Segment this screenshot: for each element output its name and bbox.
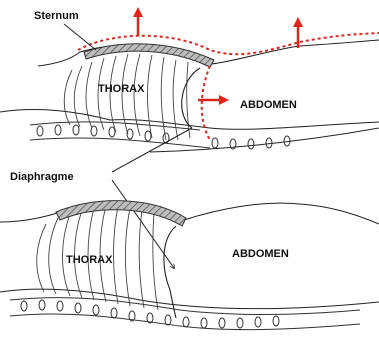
expanded-diaphragm-outline [202, 66, 210, 140]
top-spine [30, 122, 290, 149]
label-sternum: Sternum [34, 10, 79, 22]
label-bottom-thorax: THORAX [66, 254, 113, 266]
bottom-spine [10, 298, 360, 330]
bottom-panel [0, 201, 379, 329]
diaphragme-leader-bottom [112, 180, 174, 268]
sternum-leader-line [64, 24, 96, 50]
top-diaphragm [182, 68, 200, 128]
label-top-thorax: THORAX [98, 83, 145, 95]
label-top-abdomen: ABDOMEN [240, 99, 297, 111]
label-bottom-abdomen: ABDOMEN [232, 248, 289, 260]
top-sternum [84, 44, 214, 67]
top-belly-outline [150, 128, 379, 152]
label-diaphragme: Diaphragme [10, 171, 74, 183]
bottom-sternum [56, 201, 186, 226]
diaphragme-leader-top [112, 128, 192, 172]
